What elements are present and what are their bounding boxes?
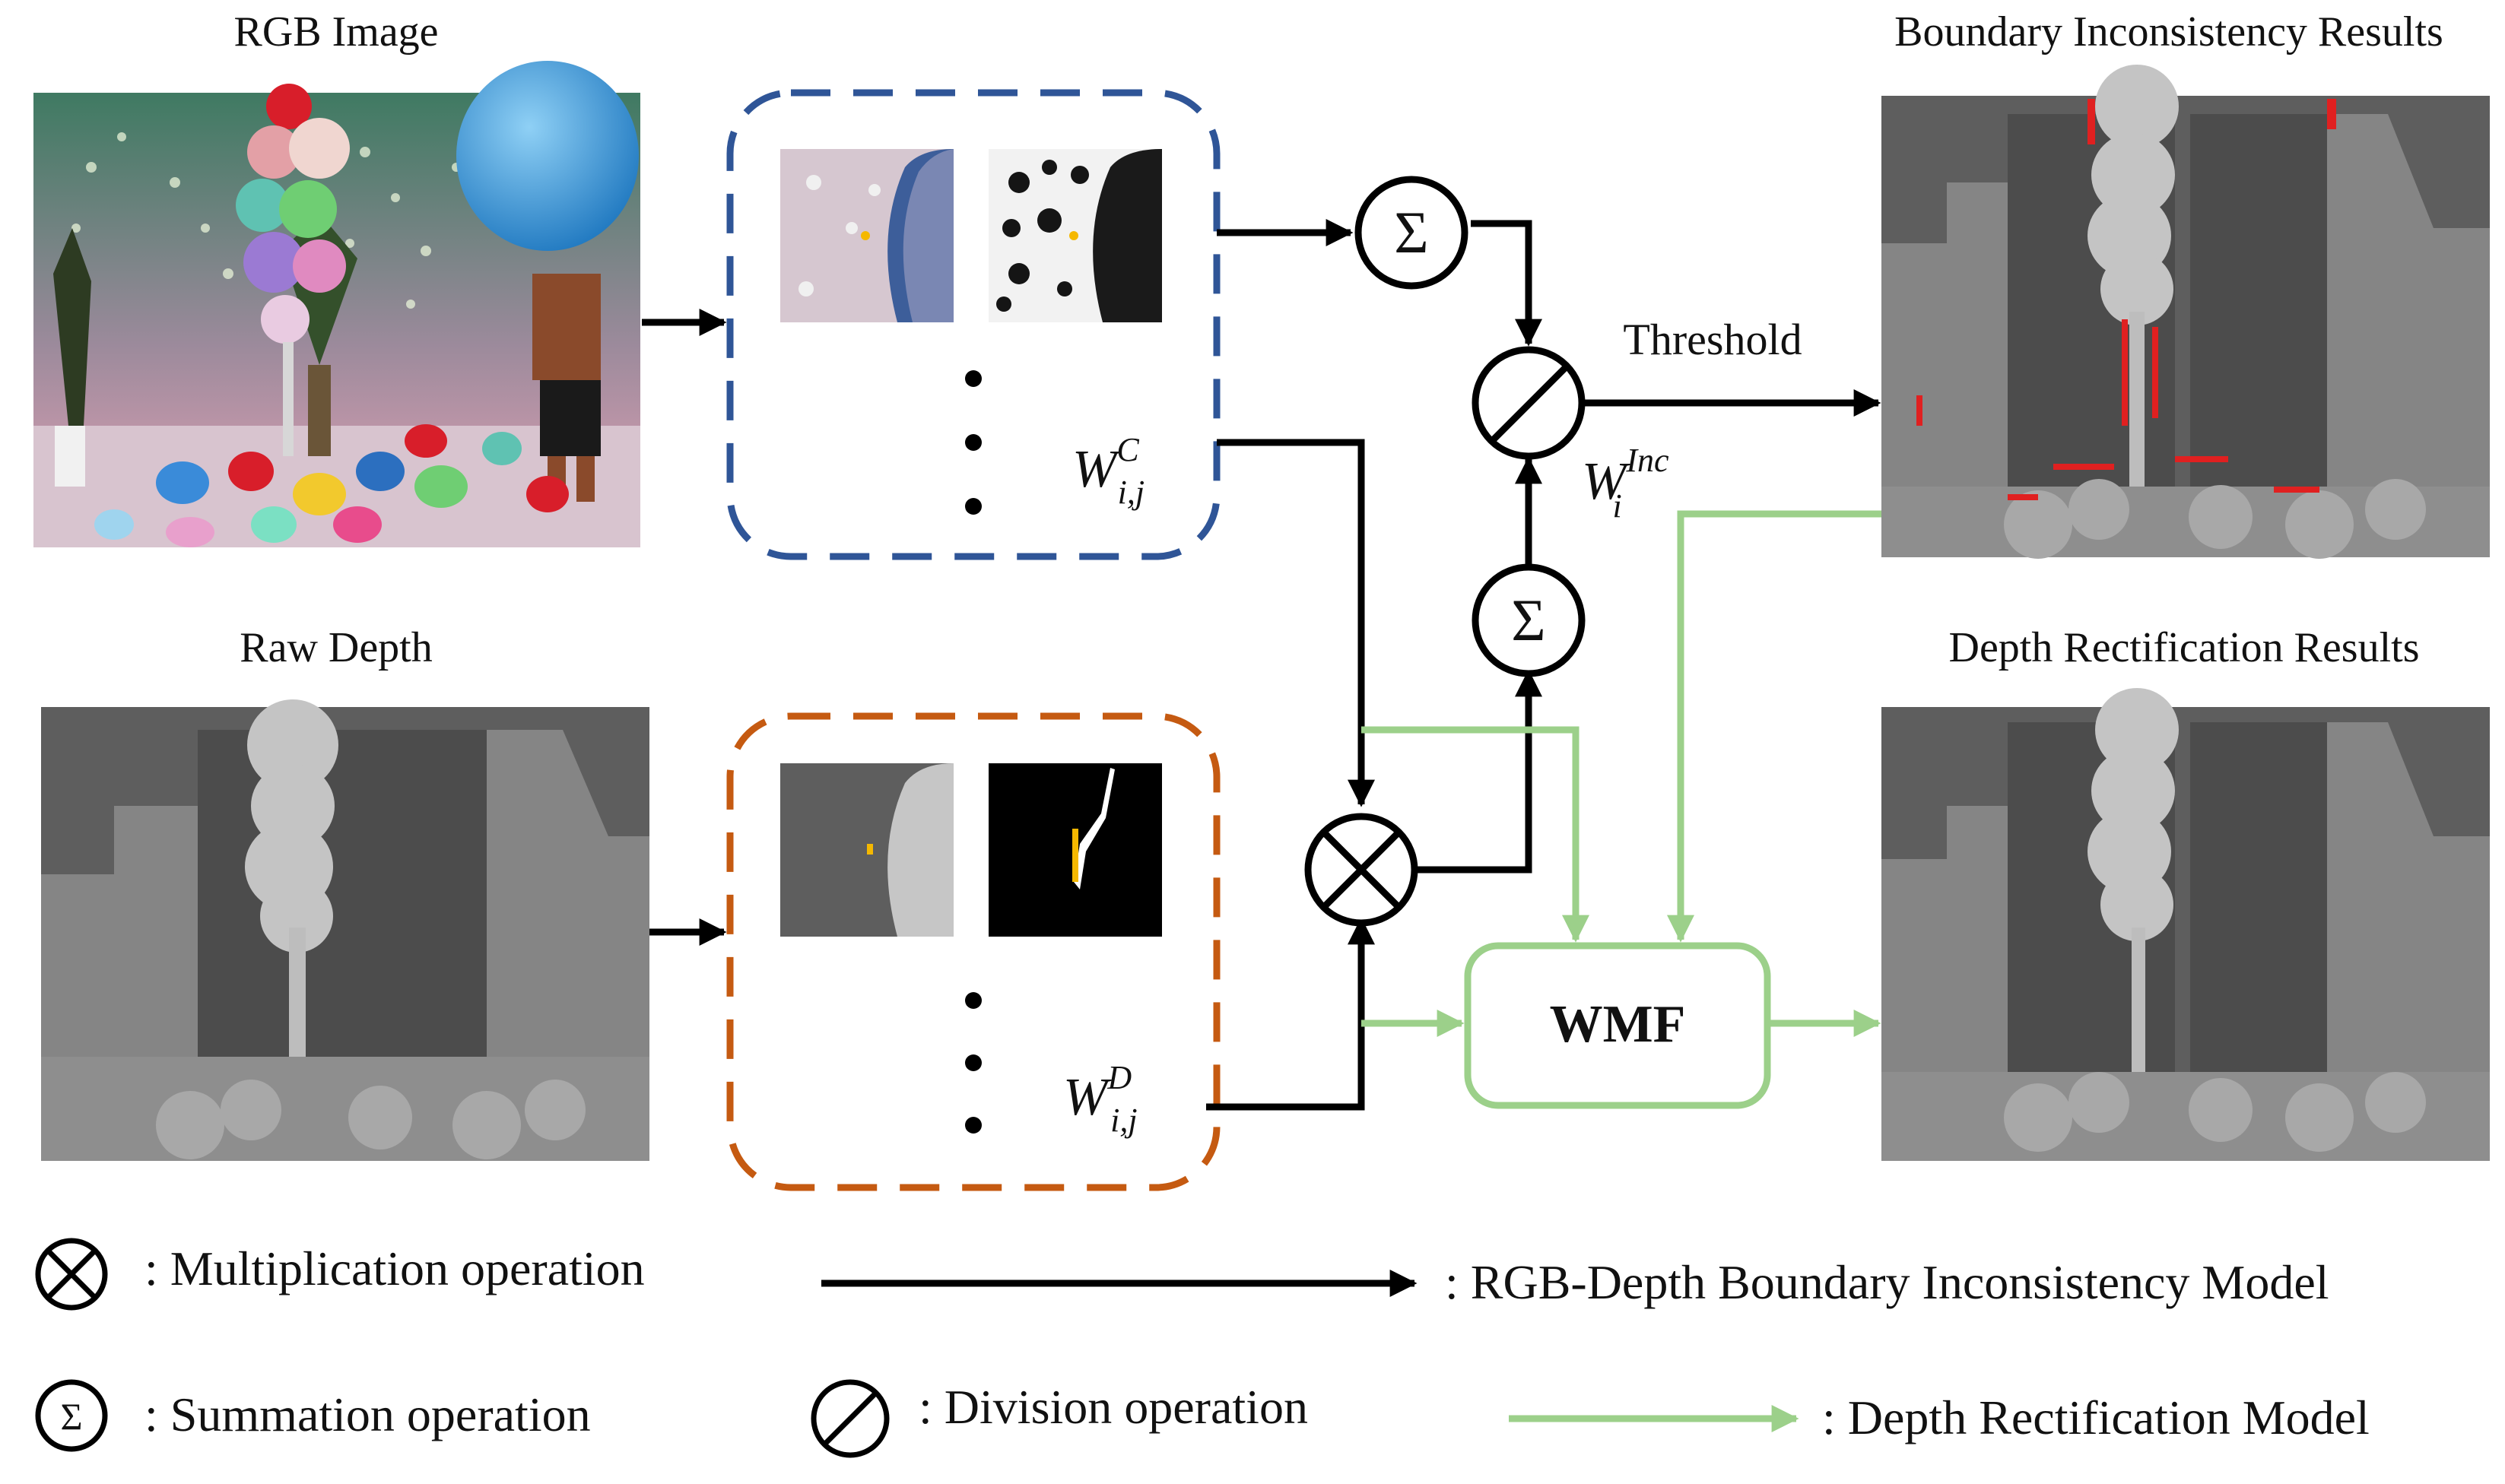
legend-summation-text: : Summation operation (144, 1387, 591, 1441)
inconsistency-to-wmf-arrow (1667, 510, 1881, 943)
vertical-ellipsis-color (965, 370, 982, 515)
raw-depth-title: Raw Depth (240, 624, 433, 671)
legend-division-icon (811, 1379, 890, 1458)
rgb-image-title: RGB Image (233, 8, 438, 55)
depth-weight-map-thumbnail (989, 763, 1162, 937)
rectification-results-title: Depth Rectification Results (1949, 624, 2420, 671)
division-operator (1472, 346, 1586, 460)
wmf-block: WMF (1464, 942, 1771, 1109)
legend-boundary-text: : RGB-Depth Boundary Inconsistency Model (1445, 1255, 2329, 1309)
legend-summation-icon: Σ (35, 1379, 108, 1452)
svg-text:Σ: Σ (1511, 587, 1545, 653)
boundary-results-image (1881, 65, 2490, 559)
multiply-to-sum-arrow (1414, 669, 1542, 874)
sum-operator-top: Σ (1354, 176, 1468, 290)
svg-text:Σ: Σ (60, 1395, 82, 1438)
colorweight-to-multiply-arrow (1217, 439, 1375, 807)
legend-rectification-text: : Depth Rectification Model (1822, 1390, 2370, 1444)
boundary-model-flow (642, 219, 1881, 1111)
inconsistency-marks (1916, 99, 2336, 500)
rectification-results-image (1881, 688, 2490, 1161)
sum-to-divide-arrow (1471, 220, 1542, 347)
color-patch-thumbnail (780, 149, 954, 322)
sum-operator-bottom: Σ (1472, 563, 1586, 677)
depth-patch-thumbnail (780, 763, 954, 937)
color-weight-map-thumbnail (989, 149, 1162, 322)
vertical-ellipsis-depth (965, 992, 982, 1134)
depthweight-to-multiply-arrow (1206, 917, 1375, 1111)
wmf-label: WMF (1550, 995, 1686, 1054)
rgb-image (33, 61, 640, 547)
boundary-results-title: Boundary Inconsistency Results (1894, 8, 2443, 55)
legend: : Multiplication operation Σ : Summation… (35, 1238, 2370, 1458)
threshold-label: Threshold (1623, 315, 1802, 364)
raw-depth-image (41, 699, 649, 1161)
legend-division-text: : Division operation (919, 1380, 1308, 1434)
multiplication-operator (1304, 813, 1418, 927)
rectification-model-flow (1361, 510, 1881, 1037)
weights-to-wmf-arrow (1361, 726, 1589, 943)
legend-multiplication-icon (35, 1238, 108, 1311)
legend-multiplication-text: : Multiplication operation (144, 1241, 645, 1295)
svg-text:Σ: Σ (1394, 199, 1428, 265)
